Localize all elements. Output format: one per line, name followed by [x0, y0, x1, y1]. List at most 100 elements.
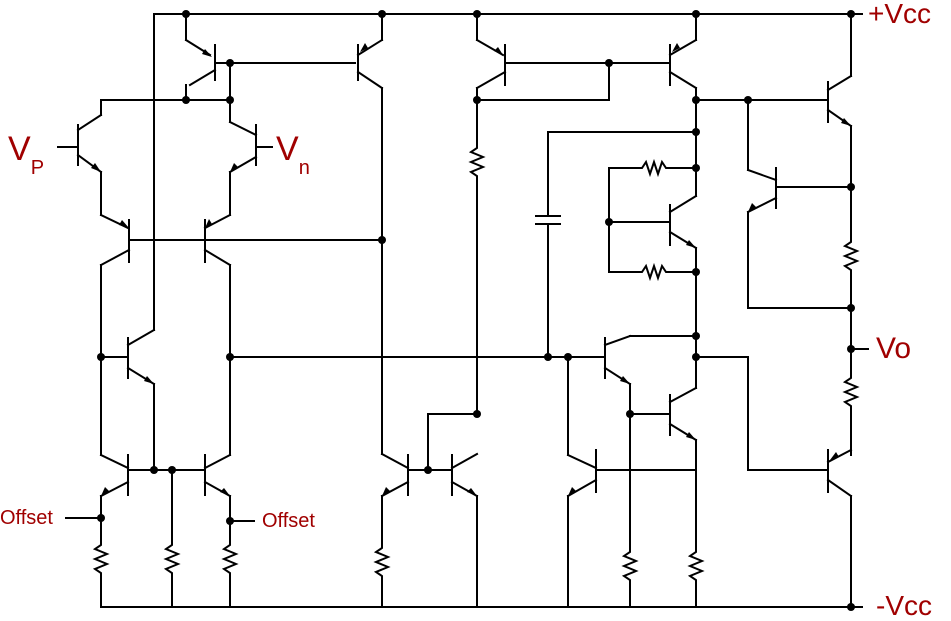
offset-left-label: Offset	[0, 507, 53, 529]
vn-main-text: V	[276, 130, 299, 168]
emitter-arrow	[119, 220, 129, 228]
wire-segment	[668, 70, 698, 90]
wire-segment	[228, 120, 258, 137]
emitter-arrow	[830, 452, 839, 460]
emitter-arrow	[620, 376, 630, 384]
junction-dot	[692, 268, 700, 276]
resistor-gain-left	[621, 547, 639, 608]
wire-segment	[566, 478, 598, 498]
wire-segment	[603, 334, 632, 347]
junction-dot	[182, 96, 190, 104]
junction-dot	[97, 353, 105, 361]
junction-dot	[378, 236, 386, 244]
junction-dot	[226, 517, 234, 525]
wire-segment	[746, 168, 778, 182]
wire-segment	[203, 248, 232, 267]
wire-segment	[203, 213, 232, 230]
junction-dot	[692, 128, 700, 136]
resistor-r2	[163, 534, 181, 608]
junction-dot	[226, 353, 234, 361]
resistor-bias	[468, 139, 486, 415]
emitter-arrow	[202, 49, 212, 57]
wire-segment	[826, 478, 853, 498]
junction-dot	[605, 218, 613, 226]
vp-main-text: V	[8, 130, 31, 168]
wire-segment	[356, 38, 384, 57]
junction-dot	[744, 96, 752, 104]
emitter-arrow	[672, 43, 680, 52]
junction-dot	[626, 410, 634, 418]
wire-segment	[475, 70, 507, 90]
resistor-r1	[92, 534, 110, 608]
junction-dot	[692, 332, 700, 340]
junction-dot	[847, 304, 855, 312]
junction-dot	[847, 345, 855, 353]
junction-dot	[847, 10, 855, 18]
emitter-arrow	[841, 118, 851, 126]
wire-segment	[380, 480, 410, 498]
junction-dot	[692, 164, 700, 172]
resistor-out-bottom	[842, 371, 860, 456]
vo-output-label: Vo	[876, 332, 912, 365]
junction-dot	[605, 59, 613, 67]
emitter-arrow	[494, 47, 503, 55]
vcc-positive-label: +Vcc	[868, 0, 932, 29]
wire-segment	[203, 453, 232, 470]
junction-dot	[473, 410, 481, 418]
junction-dot	[168, 466, 176, 474]
junction-dot	[692, 96, 700, 104]
resistor-mirror-left	[373, 539, 391, 608]
wire-segment	[188, 68, 217, 87]
emitter-arrow	[230, 163, 238, 172]
emitter-arrow	[568, 487, 576, 496]
vn-subscript: n	[298, 157, 310, 179]
junction-dot	[847, 603, 855, 611]
junction-dot	[692, 10, 700, 18]
wire-segment	[668, 38, 698, 57]
vcc-negative-label: -Vcc	[876, 590, 932, 621]
wire-segment	[826, 448, 853, 464]
wire-segment	[356, 70, 384, 90]
junction-dot	[97, 514, 105, 522]
wire-segment	[668, 194, 698, 214]
junction-dot	[226, 59, 234, 67]
wire-segment	[126, 328, 156, 347]
junction-dot	[226, 96, 234, 104]
emitter-arrow	[467, 488, 477, 496]
wire-segment	[450, 452, 479, 470]
resistor-r3	[221, 534, 239, 608]
emitter-arrow	[686, 432, 696, 440]
junction-dot	[473, 96, 481, 104]
junction-dot	[473, 10, 481, 18]
wire-segment	[76, 113, 103, 132]
emitter-arrow	[382, 487, 390, 496]
junction-dot	[692, 353, 700, 361]
wire-segment	[228, 155, 258, 174]
wire-segment	[668, 386, 698, 404]
wire-segment	[746, 196, 778, 214]
wire-segment	[99, 248, 131, 267]
resistor-gain-right	[687, 547, 705, 608]
emitter-arrow	[205, 219, 212, 228]
emitter-arrow	[144, 376, 154, 384]
emitter-arrow	[101, 487, 109, 496]
offset-right-label: Offset	[262, 510, 315, 532]
emitter-arrow	[748, 203, 756, 212]
emitter-arrow	[91, 163, 101, 172]
junction-dot	[564, 353, 572, 361]
wire-segment	[99, 453, 130, 470]
junction-dot	[182, 10, 190, 18]
emitter-arrow	[360, 43, 368, 52]
vp-subscript: P	[30, 157, 45, 179]
junction-dot	[544, 353, 552, 361]
wire-segment	[826, 74, 853, 92]
resistor-vbe-bottom	[635, 262, 697, 282]
junction-dot	[847, 183, 855, 191]
wire-segment	[380, 452, 410, 470]
junction-dot	[378, 10, 386, 18]
wire-segment	[99, 480, 130, 498]
vp-input-label: VP	[8, 130, 44, 178]
junction-dot	[424, 466, 432, 474]
